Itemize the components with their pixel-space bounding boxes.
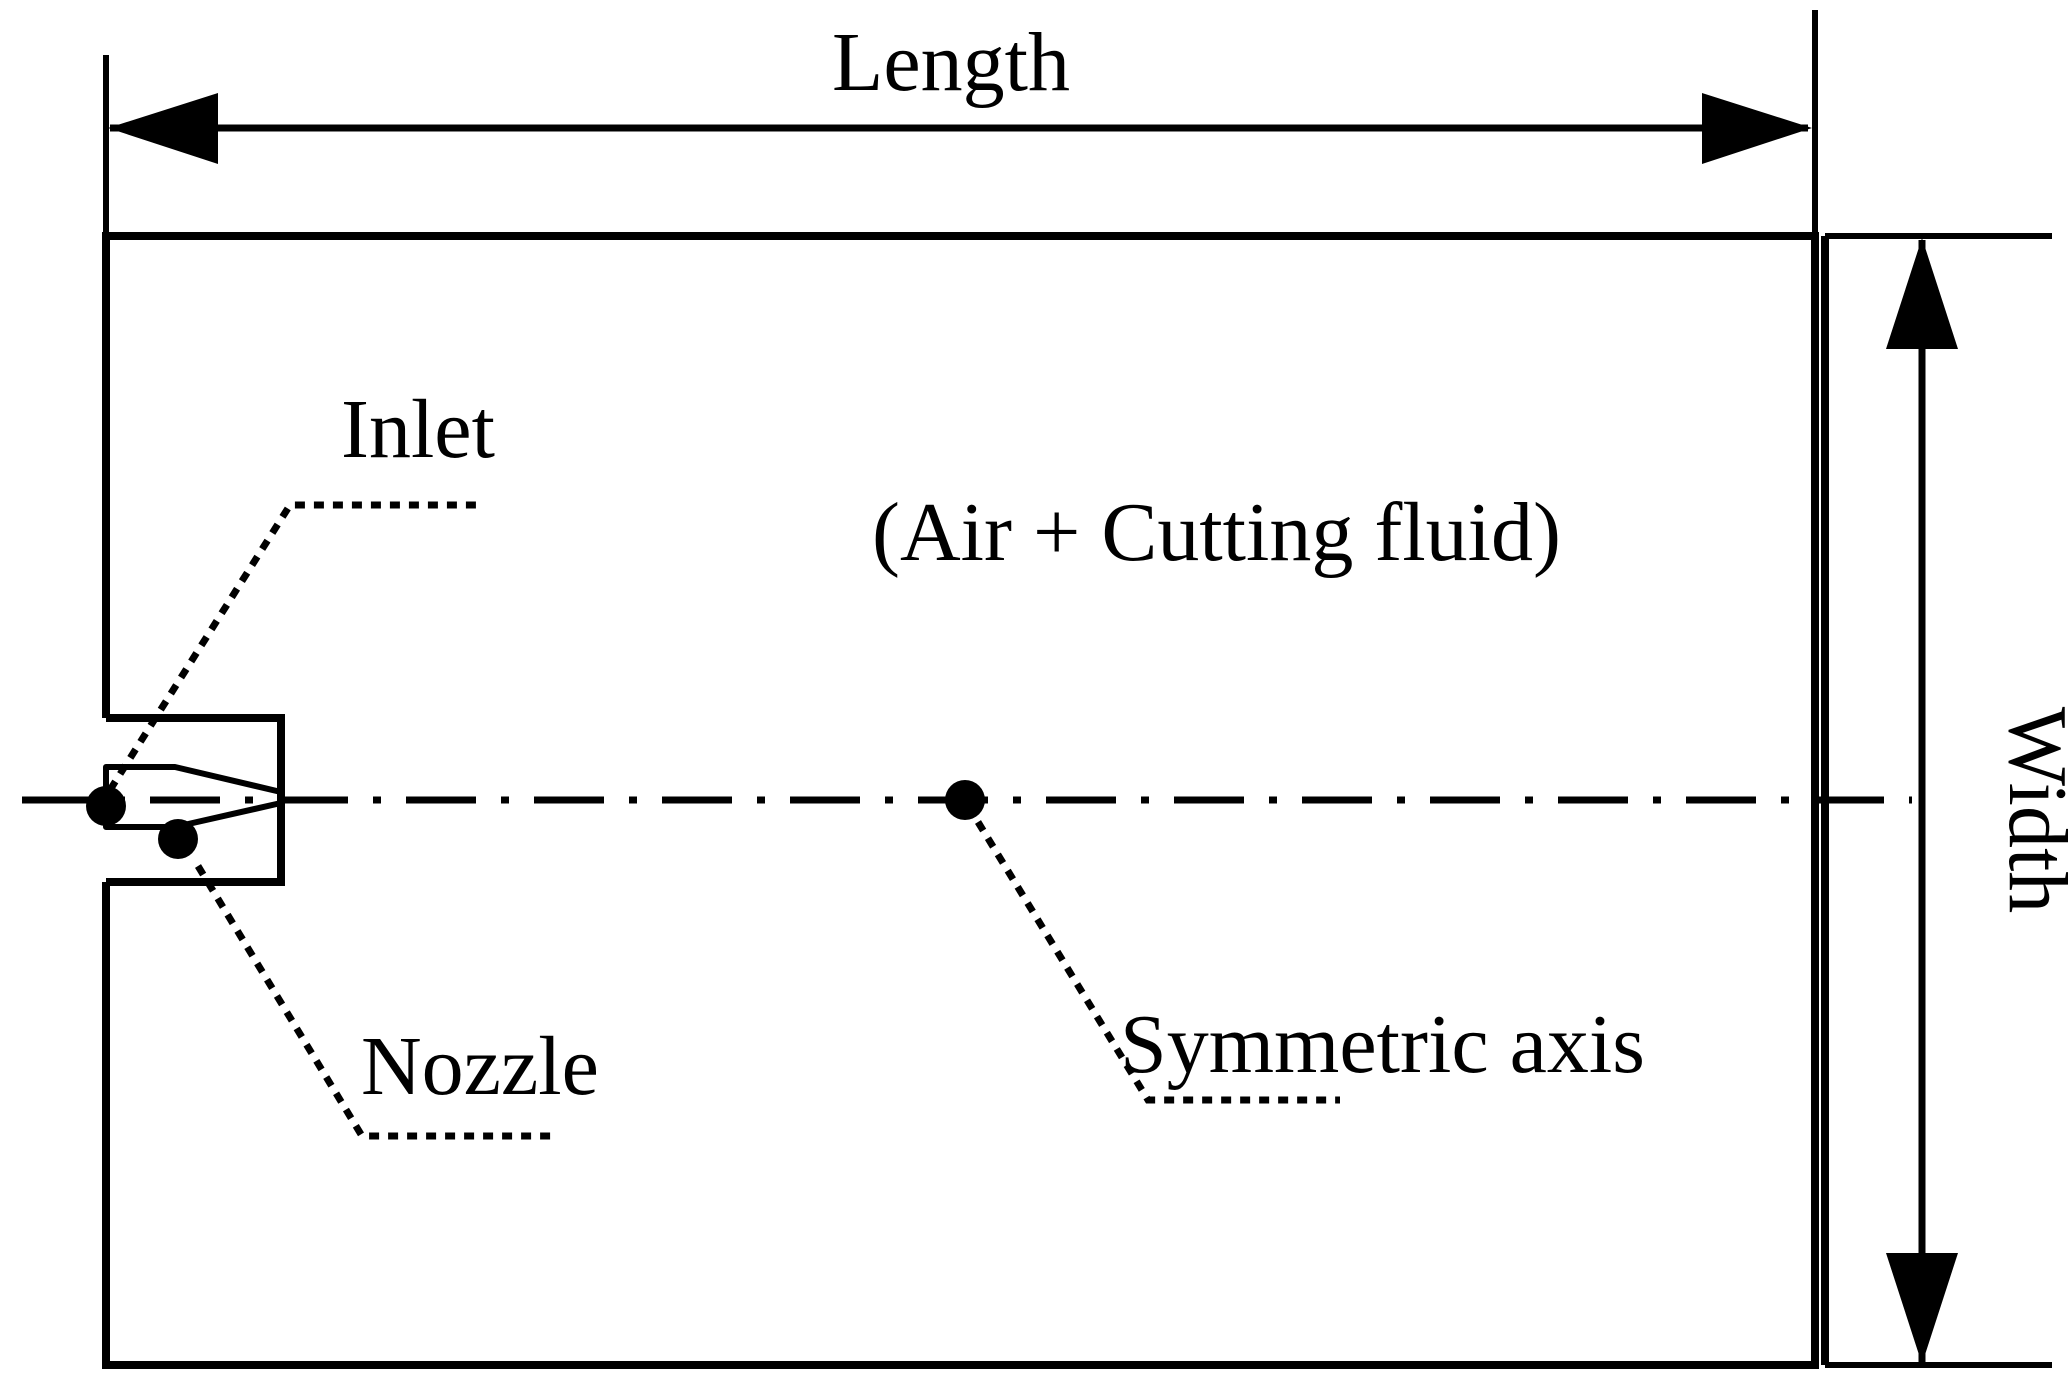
length-arrow-left-icon	[108, 93, 218, 164]
inlet-leader-line	[107, 501, 480, 792]
symmetric-axis-marker-dot	[945, 780, 985, 820]
inlet-label: Inlet	[341, 383, 495, 476]
nozzle-leader-line	[195, 864, 555, 1140]
nozzle-label: Nozzle	[361, 1020, 599, 1113]
inlet-marker-dot	[86, 786, 126, 826]
width-dimension: Width	[1825, 233, 2070, 1368]
width-arrow-bottom-icon	[1886, 1253, 1958, 1364]
domain-medium-label: (Air + Cutting fluid)	[872, 486, 1561, 579]
length-arrow-right-icon	[1702, 93, 1812, 164]
symmetric-axis-label: Symmetric axis	[1120, 998, 1645, 1091]
inlet-callout: Inlet	[86, 383, 495, 826]
length-label: Length	[832, 16, 1070, 109]
width-label: Width	[1991, 707, 2070, 914]
width-arrow-top-icon	[1886, 238, 1958, 349]
symmetric-axis-leader-line	[975, 820, 1340, 1104]
symmetric-axis-callout: Symmetric axis	[945, 780, 1645, 1104]
nozzle-callout: Nozzle	[158, 819, 599, 1140]
length-dimension: Length	[103, 10, 1818, 238]
nozzle-marker-dot	[158, 819, 198, 859]
